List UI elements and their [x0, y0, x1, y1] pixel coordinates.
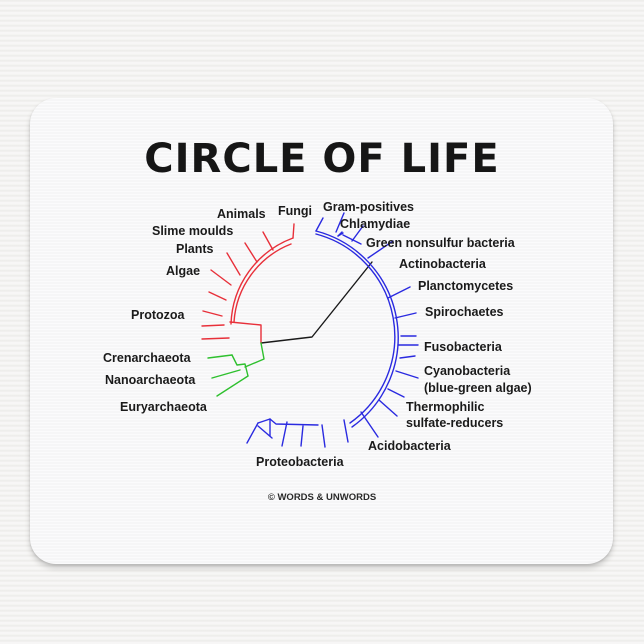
label-chlamydiae: Chlamydiae	[340, 217, 411, 231]
label-nanoarchaeota: Nanoarchaeota	[105, 373, 196, 387]
bacteria-branches	[246, 212, 419, 448]
label-green-nonsulfur-bacteria: Green nonsulfur bacteria	[366, 236, 515, 250]
eukaryote-branches	[201, 223, 295, 344]
label-acidobacteria: Acidobacteria	[368, 439, 451, 453]
label-thermophilic: Thermophilic	[406, 400, 485, 414]
label-cyanobacteria-note: (blue-green algae)	[424, 381, 532, 395]
label-cyanobacteria: Cyanobacteria	[424, 364, 511, 378]
label-gram-positives: Gram-positives	[323, 200, 415, 214]
tree-root-branches	[260, 261, 373, 344]
label-sulfate-reducers: sulfate-reducers	[406, 416, 504, 430]
archaea-branches	[207, 342, 265, 397]
label-actinobacteria: Actinobacteria	[399, 257, 486, 271]
label-crenarchaeota: Crenarchaeota	[103, 351, 191, 365]
label-slime-moulds: Slime moulds	[152, 224, 234, 238]
copyright-text: © WORDS & UNWORDS	[267, 492, 377, 503]
label-plants: Plants	[176, 242, 214, 256]
label-planctomycetes: Planctomycetes	[418, 279, 514, 293]
label-algae: Algae	[166, 264, 201, 278]
label-euryarchaeota: Euryarchaeota	[120, 400, 207, 414]
label-spirochaetes: Spirochaetes	[425, 305, 504, 319]
label-animals: Animals	[217, 207, 266, 221]
label-fusobacteria: Fusobacteria	[424, 340, 502, 354]
label-fungi: Fungi	[278, 204, 313, 218]
label-protozoa: Protozoa	[131, 308, 185, 322]
label-proteobacteria: Proteobacteria	[256, 455, 344, 469]
mousepad	[30, 98, 613, 564]
diagram-title: CIRCLE OF LIFE	[144, 136, 500, 182]
